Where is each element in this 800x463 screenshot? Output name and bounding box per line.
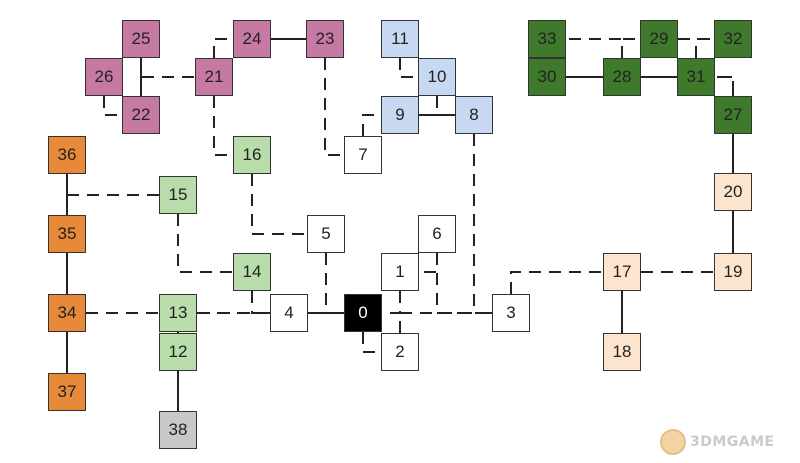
node-10: 10 <box>418 58 456 96</box>
edge-15-14 <box>177 214 233 273</box>
edge-28-33 <box>566 38 623 58</box>
node-2: 2 <box>381 333 419 371</box>
edge-16-5 <box>251 174 307 235</box>
edge-10-8 <box>436 96 455 116</box>
edge-26-22 <box>103 96 122 116</box>
node-0: 0 <box>344 294 382 332</box>
edge-5-0 <box>325 253 344 314</box>
node-1: 1 <box>381 253 419 291</box>
node-3: 3 <box>492 294 530 332</box>
edge-14-4 <box>251 291 270 314</box>
node-25: 25 <box>122 20 160 58</box>
node-17: 17 <box>603 253 641 291</box>
node-34: 34 <box>48 294 86 332</box>
node-15: 15 <box>159 176 197 214</box>
edge-22-21 <box>140 76 195 96</box>
node-13: 13 <box>159 294 197 332</box>
node-23: 23 <box>306 20 344 58</box>
node-29: 29 <box>640 20 678 58</box>
node-28: 28 <box>603 58 641 96</box>
edge-6-3 <box>436 253 492 314</box>
edge-0-2 <box>362 332 381 353</box>
node-26: 26 <box>85 58 123 96</box>
edge-20-28 <box>641 76 734 173</box>
edge-31-32 <box>695 38 714 58</box>
node-18: 18 <box>603 333 641 371</box>
node-21: 21 <box>195 58 233 96</box>
node-38: 38 <box>159 411 197 449</box>
edge-8-3 <box>473 134 492 314</box>
edge-11-10 <box>399 58 418 78</box>
edge-7-9 <box>362 114 381 136</box>
node-24: 24 <box>233 20 271 58</box>
node-9: 9 <box>381 96 419 134</box>
node-7: 7 <box>344 136 382 174</box>
node-31: 31 <box>677 58 715 96</box>
edge-35-15 <box>66 194 159 215</box>
node-6: 6 <box>418 215 456 253</box>
edge-21-16 <box>213 96 233 156</box>
node-37: 37 <box>48 373 86 411</box>
node-20: 20 <box>714 173 752 211</box>
node-35: 35 <box>48 215 86 253</box>
edge-23-7 <box>324 58 344 156</box>
watermark: 3DMGAME <box>660 426 794 458</box>
node-33: 33 <box>528 20 566 58</box>
node-12: 12 <box>159 333 197 371</box>
edge-2-3 <box>399 312 492 333</box>
node-14: 14 <box>233 253 271 291</box>
edge-21-24 <box>213 38 233 58</box>
node-8: 8 <box>455 96 493 134</box>
node-19: 19 <box>714 253 752 291</box>
node-32: 32 <box>714 20 752 58</box>
edge-28-29 <box>621 38 640 58</box>
node-27: 27 <box>714 96 752 134</box>
node-16: 16 <box>233 136 271 174</box>
node-30: 30 <box>528 58 566 96</box>
edge-27-31 <box>715 76 734 96</box>
node-5: 5 <box>307 215 345 253</box>
watermark-logo-icon <box>660 429 686 455</box>
edge-6-1 <box>419 253 438 273</box>
edge-3-17 <box>510 271 603 294</box>
watermark-text: 3DMGAME <box>690 434 775 450</box>
node-11: 11 <box>381 20 419 58</box>
edge-1-0 <box>382 291 401 314</box>
node-22: 22 <box>122 96 160 134</box>
node-36: 36 <box>48 136 86 174</box>
node-4: 4 <box>270 294 308 332</box>
